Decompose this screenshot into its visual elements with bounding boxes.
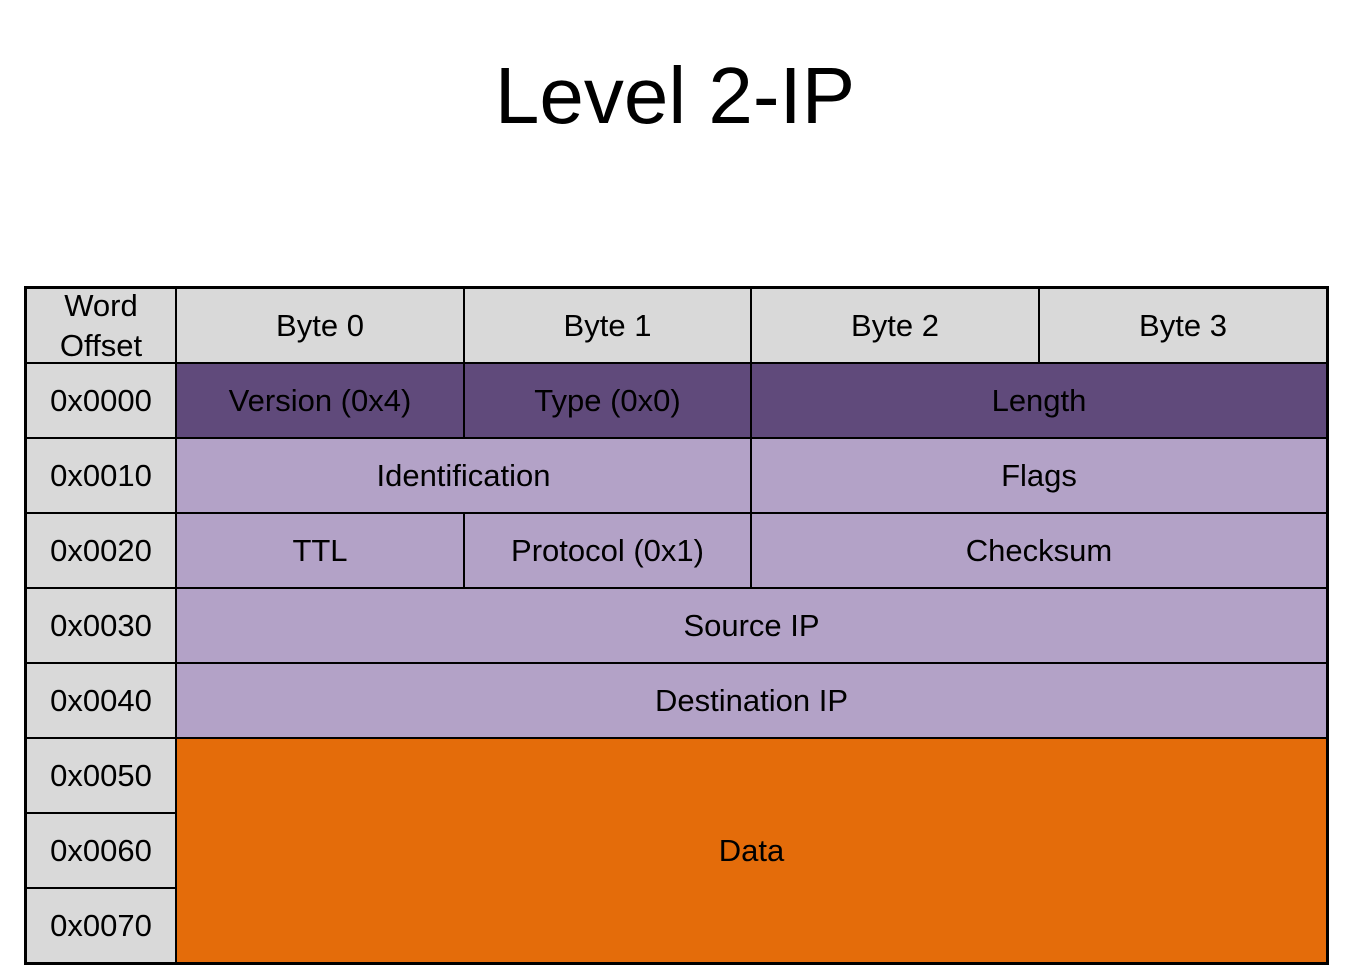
offset-0x0070: 0x0070 xyxy=(26,888,176,963)
offset-0x0010: 0x0010 xyxy=(26,438,176,513)
diagram-title: Level 2-IP xyxy=(494,51,856,140)
ip-packet-diagram: Word Offset Byte 0 Byte 1 Byte 2 Byte 3 … xyxy=(24,286,1329,965)
field-destination-ip: Destination IP xyxy=(176,663,1327,738)
offset-0x0060: 0x0060 xyxy=(26,813,176,888)
offset-0x0020: 0x0020 xyxy=(26,513,176,588)
field-version: Version (0x4) xyxy=(176,363,464,438)
field-checksum: Checksum xyxy=(751,513,1327,588)
field-source-ip: Source IP xyxy=(176,588,1327,663)
field-flags: Flags xyxy=(751,438,1327,513)
field-type: Type (0x0) xyxy=(464,363,751,438)
offset-0x0050: 0x0050 xyxy=(26,738,176,813)
offset-0x0030: 0x0030 xyxy=(26,588,176,663)
offset-0x0040: 0x0040 xyxy=(26,663,176,738)
offset-0x0000: 0x0000 xyxy=(26,363,176,438)
field-protocol: Protocol (0x1) xyxy=(464,513,751,588)
field-length: Length xyxy=(751,363,1327,438)
byte-0-header: Byte 0 xyxy=(176,288,464,363)
field-identification: Identification xyxy=(176,438,751,513)
byte-3-header: Byte 3 xyxy=(1039,288,1327,363)
byte-2-header: Byte 2 xyxy=(751,288,1039,363)
field-ttl: TTL xyxy=(176,513,464,588)
field-data: Data xyxy=(176,738,1327,963)
byte-1-header: Byte 1 xyxy=(464,288,751,363)
word-offset-header: Word Offset xyxy=(26,288,176,363)
